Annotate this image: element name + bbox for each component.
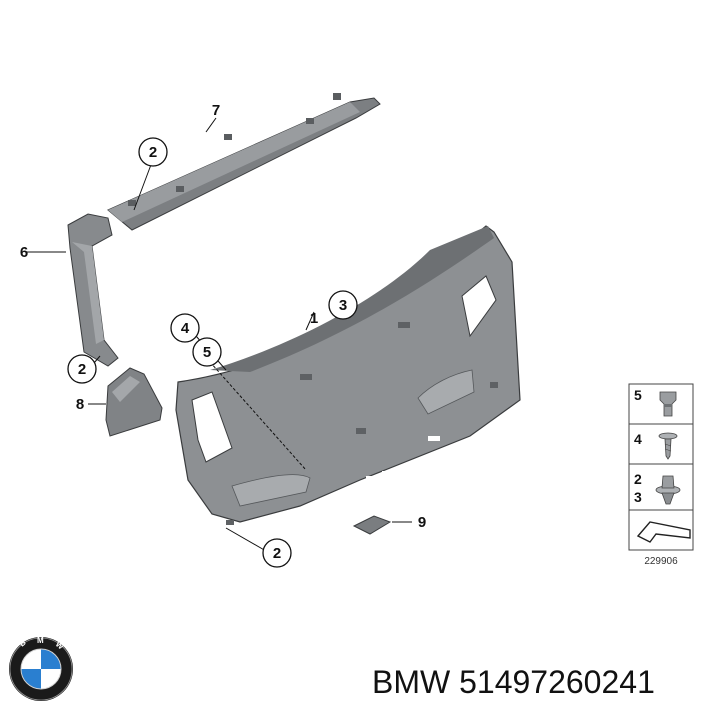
callout-8: 8	[76, 396, 84, 413]
callout-1: 1	[310, 310, 318, 327]
callout-circle-2-bottom	[262, 538, 292, 568]
part-1-tailgate-panel	[175, 225, 521, 525]
legend-5: 5	[634, 387, 642, 403]
callout-5: 5	[203, 344, 211, 361]
callout-circle-5	[192, 337, 222, 367]
callout-circle-3	[328, 290, 358, 320]
part-number-caption: BMW 51497260241	[372, 664, 655, 700]
clip-removal-tool-icon	[636, 521, 691, 543]
legend-3: 3	[634, 489, 642, 505]
svg-text:W: W	[54, 640, 66, 652]
callouts: 2 7 6 2 8 1 3 4 5 2 9	[20, 102, 426, 568]
part-7-upper-trim	[107, 93, 381, 231]
clip-2-3-icon	[655, 475, 681, 505]
callout-3: 3	[339, 297, 347, 314]
legend-2: 2	[634, 471, 642, 487]
callout-circle-2-left	[67, 354, 97, 384]
bmw-logo: B M W	[9, 636, 73, 701]
callout-circle-2-top	[138, 137, 168, 167]
svg-text:M: M	[37, 636, 44, 645]
svg-text:B: B	[18, 638, 28, 649]
clip-5-icon	[659, 391, 677, 417]
callout-circle-4	[170, 313, 200, 343]
callout-6: 6	[20, 244, 28, 261]
part-6-pillar-trim	[67, 213, 119, 367]
part-8-corner-trim	[105, 367, 163, 437]
callout-9: 9	[418, 514, 426, 531]
diagram-code: 229906	[644, 556, 678, 567]
legend-4: 4	[634, 431, 642, 447]
callout-4: 4	[181, 320, 190, 337]
callout-2-left: 2	[78, 361, 86, 378]
callout-2-top: 2	[149, 144, 157, 161]
fastener-legend: 5 4 2 3 229906	[628, 383, 694, 567]
part-9-pad	[352, 515, 392, 535]
callout-2-bottom: 2	[273, 545, 281, 562]
callout-7: 7	[212, 102, 220, 119]
screw-4-icon	[658, 432, 678, 460]
